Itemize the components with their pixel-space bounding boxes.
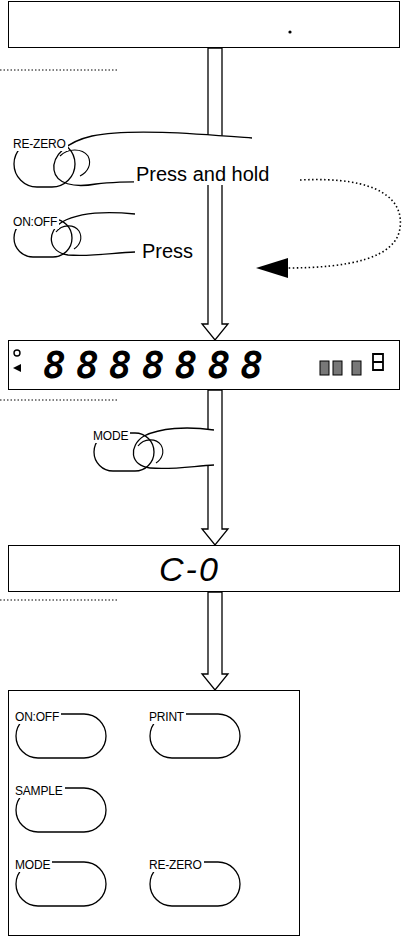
key-button: MODE [15,855,107,907]
key-button: PRINT [149,707,241,759]
key-label: SAMPLE [15,785,65,798]
key-button: ON:OFF [13,212,73,258]
key-button: SAMPLE [15,781,107,833]
unit-symbol [373,354,383,370]
flow-arrow [202,390,228,545]
decimal-point [288,30,291,33]
unit-segment [320,361,329,375]
pressing-finger [51,213,135,256]
display-readout: 8888888 [43,346,273,384]
key-label: ON:OFF [13,216,59,229]
lcd-display: C-0 [8,545,400,592]
stable-indicator [14,350,20,356]
lcd-display [8,1,400,48]
section-separator [0,400,118,401]
key-label: PRINT [149,711,186,724]
unit-segment [352,361,361,375]
pressing-finger [133,428,214,469]
flow-arrow [202,592,228,690]
key-label: RE-ZERO [149,859,204,872]
section-separator [0,600,118,601]
unit-segment [333,361,342,375]
key-label: RE-ZERO [13,138,68,151]
key-label: ON:OFF [15,711,61,724]
key-panel: ON:OFF PRINT SAMPLE MODE RE-ZERO [8,690,300,936]
finger-nail [138,440,163,463]
key-label: MODE [93,430,130,443]
lcd-display: 8888888 [8,340,400,390]
display-readout: C-0 [159,552,220,586]
key-button: MODE [93,426,155,472]
instruction-text: Press [140,240,195,262]
sequence-arrowhead [256,258,288,278]
section-separator [0,70,118,71]
flow-arrow [202,48,228,340]
instruction-text: Press and hold [134,163,271,185]
key-label: MODE [15,859,52,872]
pointer-indicator [13,364,21,372]
sequence-leader [286,180,400,268]
key-button: RE-ZERO [149,855,241,907]
key-button: ON:OFF [15,707,107,759]
finger-nail [56,226,81,249]
key-button: RE-ZERO [13,134,76,188]
